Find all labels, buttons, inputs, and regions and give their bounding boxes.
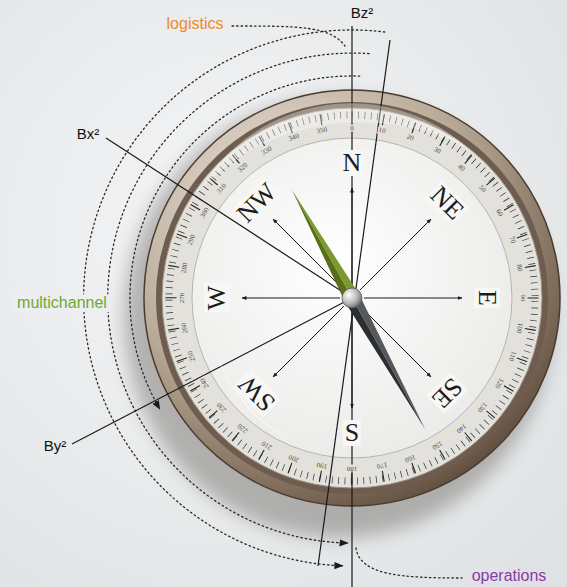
degree-number: 330 <box>260 145 274 157</box>
degree-number: 270 <box>179 292 186 305</box>
outer-flow-arc <box>84 30 385 566</box>
degree-number: 120 <box>493 376 505 390</box>
flow-label: operations <box>469 567 550 585</box>
degree-number: 310 <box>215 182 228 196</box>
glass-reflection <box>200 103 470 190</box>
degree-number: 60 <box>494 207 505 218</box>
degree-number: 130 <box>476 400 489 414</box>
degree-number: 40 <box>456 162 467 173</box>
degree-number: 10 <box>376 126 386 134</box>
degree-number: 20 <box>405 133 416 143</box>
logistics-dotted-line <box>232 26 345 46</box>
degree-number: 240 <box>199 376 211 390</box>
direction-letter: SE <box>426 372 469 415</box>
flow-label: logistics <box>164 15 227 33</box>
direction-letter: SW <box>232 369 281 418</box>
southwest-arrow <box>273 306 344 377</box>
direction-letter: N <box>341 150 364 176</box>
degree-number: 220 <box>236 422 250 435</box>
degree-number: 30 <box>431 145 442 156</box>
degree-number: 150 <box>430 439 444 451</box>
direction-letter: NE <box>425 180 471 226</box>
east-arrow <box>364 298 462 299</box>
axis-label: Bx² <box>75 126 102 143</box>
flow-label: multichannel <box>14 294 110 312</box>
needle-south-dark <box>345 298 425 429</box>
degree-number: 0 <box>349 125 355 132</box>
degree-number: 350 <box>316 126 330 135</box>
operations-dotted-line <box>356 548 462 578</box>
middle-flow-arc <box>108 53 369 543</box>
axis-label: By² <box>42 438 69 455</box>
degree-number: 180 <box>346 465 359 472</box>
degree-number: 160 <box>403 452 417 463</box>
degree-number: 140 <box>454 422 468 435</box>
flow-arcs <box>84 26 462 578</box>
degree-number: 90 <box>519 294 526 303</box>
bezel-rim <box>156 102 548 494</box>
degree-number: 280 <box>180 262 189 276</box>
axis-label: Bz² <box>349 5 376 22</box>
degree-number: 190 <box>316 461 330 470</box>
needle-north-dark <box>292 190 352 302</box>
compass-bezel <box>144 90 560 506</box>
by-leader-line <box>72 298 352 444</box>
compass-shadow <box>124 98 552 538</box>
minor-ticks <box>169 115 535 481</box>
degree-number: 210 <box>260 439 274 451</box>
degree-number: 50 <box>477 183 488 194</box>
needle-pivot <box>342 288 362 308</box>
compass-needle <box>292 190 425 429</box>
needle-south-light <box>352 294 425 429</box>
degree-number: 300 <box>199 206 211 220</box>
direction-letter: W <box>204 284 230 313</box>
degree-number: 290 <box>187 233 198 247</box>
inner-flow-arc <box>130 76 360 409</box>
degree-number: 260 <box>180 321 189 335</box>
degree-number: 320 <box>236 161 250 174</box>
degree-number: 200 <box>287 452 301 463</box>
degree-number: 170 <box>375 461 389 470</box>
degree-number: 70 <box>507 234 517 245</box>
degree-number: 100 <box>515 321 524 335</box>
west-arrow <box>242 298 340 299</box>
direction-letter: S <box>343 420 361 446</box>
degree-number: 230 <box>215 400 228 414</box>
direction-letter: NW <box>231 177 283 229</box>
glass-reflection <box>215 350 300 445</box>
direction-letter: E <box>474 288 500 308</box>
major-ticks <box>170 116 533 479</box>
degree-number: 110 <box>506 349 517 363</box>
degree-number: 80 <box>515 263 523 273</box>
needle-north-light <box>292 190 359 298</box>
degree-number: 250 <box>187 349 198 363</box>
northeast-arrow <box>360 219 431 290</box>
degree-number: 340 <box>287 133 301 144</box>
